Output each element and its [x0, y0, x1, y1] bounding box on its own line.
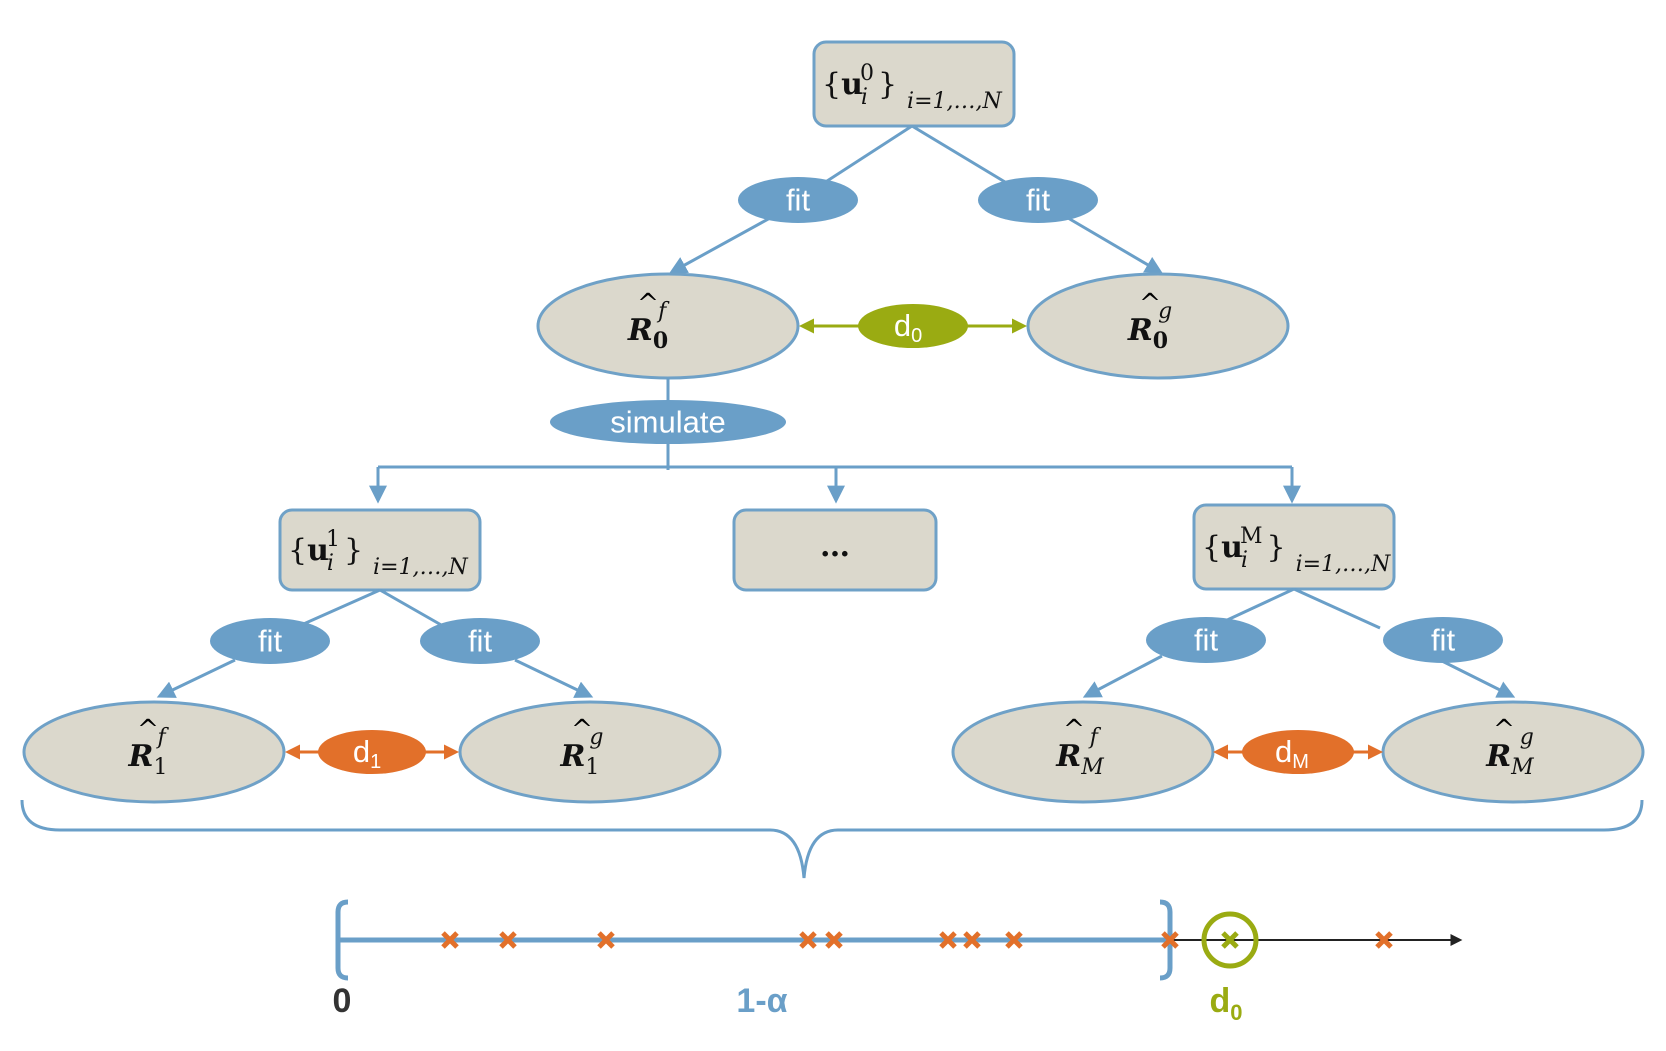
svg-text:fit: fit [786, 183, 811, 218]
svg-text:^: ^ [1493, 715, 1515, 745]
svg-text:^: ^ [1139, 289, 1161, 319]
svg-text:fit: fit [468, 624, 493, 659]
svg-text:R1g: R1g [559, 725, 603, 780]
svg-text:RMf: RMf [1055, 725, 1104, 780]
svg-text:fit: fit [1431, 623, 1456, 658]
distance-dM: dM [1213, 730, 1383, 774]
svg-text:^: ^ [137, 715, 159, 745]
svg-text:R0g: R0g [1127, 299, 1172, 354]
observed-d0-circle [1201, 911, 1259, 969]
sim-dataset-1: {ui1}i=1,…,N [278, 508, 482, 592]
fit-pill-top-right: fit [978, 177, 1098, 223]
model-r0-f: R0f ^ [536, 272, 800, 380]
root-range: i=1,…,N [907, 89, 1002, 114]
sample-distance-marks [441, 931, 1393, 949]
observed-d0-mark [1221, 931, 1239, 949]
sample-distance-mark [963, 931, 981, 949]
svg-text:^: ^ [571, 715, 593, 745]
sim-dataset-M: {uiM}i=1,…,N [1192, 503, 1396, 591]
distance-d1: d1 [285, 730, 459, 774]
svg-text:RMg: RMg [1485, 725, 1534, 780]
interval-left-bracket [335, 899, 349, 981]
model-rM-f: RMf ^ [951, 700, 1215, 804]
distance-d0: d0 [799, 304, 1027, 348]
interval-label: 1-α [736, 982, 787, 1020]
svg-text:R1f: R1f [128, 725, 170, 780]
sim-dataset-middle: … [732, 508, 938, 592]
axis-zero-label: 0 [333, 982, 352, 1020]
fit-pill-top-left: fit [738, 177, 858, 223]
sample-distance-mark [825, 931, 843, 949]
model-rM-g: RMg ^ [1381, 700, 1645, 804]
model-r0-g: R0g ^ [1026, 272, 1290, 380]
model-r1-g: R1g ^ [458, 700, 722, 804]
simulate-step: simulate [369, 378, 1301, 504]
svg-text:dM: dM [1275, 734, 1309, 773]
sample-distance-mark [1161, 931, 1179, 949]
svg-text:{ui0}i=1,…,N: {ui0}i=1,…,N [822, 61, 1003, 114]
svg-text:…: … [820, 529, 850, 564]
sample-distance-mark [799, 931, 817, 949]
svg-text:{ui1}i=1,…,N: {ui1}i=1,…,N [288, 527, 469, 580]
svg-text:d0: d0 [894, 308, 922, 347]
sample-distance-mark [1375, 931, 1393, 949]
root-superscript: 0 [860, 61, 874, 86]
root-subscript: i [861, 85, 868, 110]
fit-pill-right-1: fit [1146, 617, 1266, 663]
sample-distance-mark [441, 931, 459, 949]
root-dataset-node: {ui0}i=1,…,N [812, 40, 1016, 128]
svg-text:simulate: simulate [610, 405, 725, 440]
root-set-symbol: u [841, 67, 863, 102]
fit-pill-left-2: fit [420, 618, 540, 664]
sample-distance-mark [939, 931, 957, 949]
d0-axis-label: d0 [1209, 982, 1242, 1025]
fit-pill-right-2: fit [1383, 617, 1503, 663]
svg-text:fit: fit [1194, 623, 1219, 658]
sample-distance-mark [597, 931, 615, 949]
svg-text:fit: fit [1026, 183, 1051, 218]
svg-text:{uiM}i=1,…,N: {uiM}i=1,…,N [1202, 524, 1391, 577]
model-r1-f: R1f ^ [22, 700, 286, 804]
distance-axis: 0 1-α d0 [333, 899, 1463, 1025]
svg-text:^: ^ [1063, 715, 1085, 745]
sample-distance-mark [499, 931, 517, 949]
sample-distance-mark [1005, 931, 1023, 949]
collect-brace [20, 799, 1644, 879]
svg-text:^: ^ [637, 289, 659, 319]
svg-text:fit: fit [258, 624, 283, 659]
svg-text:d1: d1 [353, 734, 381, 773]
fit-pill-left-1: fit [210, 618, 330, 664]
